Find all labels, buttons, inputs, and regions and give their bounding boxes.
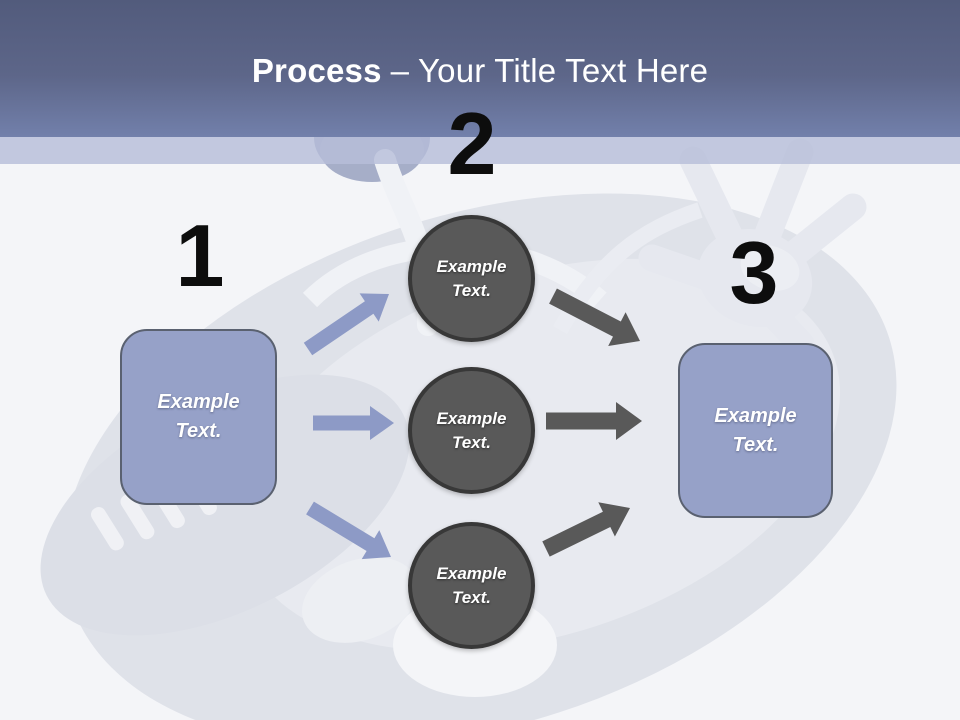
step-number-1: 1 [175, 206, 225, 305]
arrow-gray-bottom [542, 502, 630, 557]
arrow-blue-top [303, 293, 389, 356]
arrow-blue-middle [313, 406, 394, 440]
process-circle-3: Example Text. [408, 522, 535, 649]
arrow-gray-middle [546, 402, 642, 440]
process-box-left-label: Example Text. [157, 391, 240, 442]
slide-title-emphasis: Process [251, 52, 382, 89]
header-band [0, 0, 960, 137]
process-circle-1-label: Example Text. [436, 256, 507, 300]
process-circle-2-label: Example Text. [436, 408, 507, 452]
process-box-left: Example Text. [120, 329, 277, 505]
process-circle-1: Example Text. [408, 215, 535, 342]
arrow-gray-top [549, 288, 640, 346]
slide-title: Process– Your Title Text Here [0, 52, 960, 90]
process-box-right-label: Example Text. [714, 404, 797, 456]
slide-title-rest: – Your Title Text Here [390, 52, 709, 89]
process-circle-2: Example Text. [408, 367, 535, 494]
step-number-3: 3 [729, 223, 779, 322]
process-circle-3-label: Example Text. [436, 563, 507, 607]
process-box-right: Example Text. [678, 343, 833, 518]
arrow-blue-bottom [306, 501, 391, 560]
step-number-2: 2 [447, 94, 497, 193]
